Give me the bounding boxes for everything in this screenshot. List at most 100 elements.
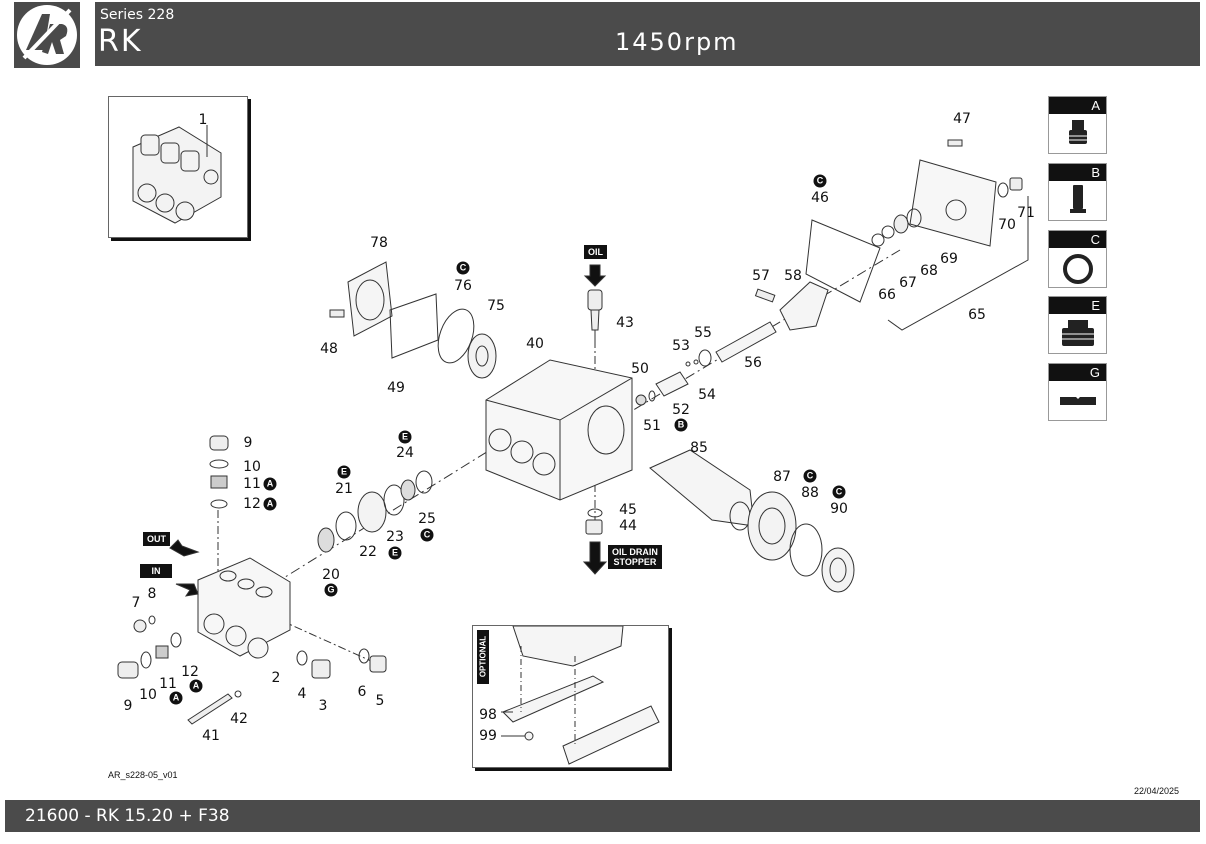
kit-badge-c: C	[456, 261, 470, 275]
kit-badge-a: A	[263, 477, 277, 491]
part-label[interactable]: 76	[454, 278, 472, 294]
part-label[interactable]: 75	[487, 298, 505, 314]
part-label[interactable]: 12	[181, 664, 199, 680]
kit-badge-a: A	[263, 497, 277, 511]
legend-kit-a: A	[1048, 96, 1107, 154]
part-label[interactable]: 87	[773, 469, 791, 485]
inset-valve-head	[108, 96, 248, 238]
part-label[interactable]: 58	[784, 268, 802, 284]
part-label[interactable]: 51	[643, 418, 661, 434]
part-label[interactable]: 6	[357, 684, 367, 700]
seal-icon	[1061, 320, 1094, 346]
part-label[interactable]: 3	[318, 698, 328, 714]
revision-date: 22/04/2025	[1134, 786, 1180, 796]
part-label[interactable]: 55	[694, 325, 712, 341]
part-label[interactable]: 8	[147, 586, 157, 602]
crankcase	[485, 359, 633, 501]
part-label[interactable]: 7	[131, 595, 141, 611]
part-label[interactable]: 67	[899, 275, 917, 291]
optional-tag: OPTIONAL	[477, 630, 489, 684]
part-label[interactable]: 48	[320, 341, 338, 357]
part-label[interactable]: 71	[1017, 205, 1035, 221]
legend-kit-b: B	[1048, 163, 1107, 221]
inset-optional-feet: OPTIONAL	[472, 625, 669, 768]
legend-kit-c: C	[1048, 230, 1107, 288]
part-label[interactable]: 11	[243, 476, 261, 492]
part-label[interactable]: 70	[998, 217, 1016, 233]
kit-badge-a: A	[189, 679, 203, 693]
part-label[interactable]: 68	[920, 263, 938, 279]
part-label[interactable]: 50	[631, 361, 649, 377]
brand-logo	[14, 2, 80, 68]
part-label[interactable]: 5	[375, 693, 385, 709]
axis-line	[279, 619, 381, 666]
part-label[interactable]: 99	[479, 728, 497, 744]
part-label[interactable]: 47	[953, 111, 971, 127]
part-label[interactable]: 23	[386, 529, 404, 545]
part-label[interactable]: 88	[801, 485, 819, 501]
part-label[interactable]: 10	[243, 459, 261, 475]
part-label[interactable]: 66	[878, 287, 896, 303]
part-label[interactable]: 42	[230, 711, 248, 727]
drawing-code: AR_s228-05_v01	[108, 770, 178, 780]
part-label[interactable]: 53	[672, 338, 690, 354]
rpm-label: 1450rpm	[615, 28, 739, 56]
optional-feet-drawing	[501, 625, 660, 765]
part-label[interactable]: 9	[243, 435, 253, 451]
part-label[interactable]: 54	[698, 387, 716, 403]
kit-badge-e: E	[398, 430, 412, 444]
kit-badge-b: B	[674, 418, 688, 432]
part-label[interactable]: 43	[616, 315, 634, 331]
outlet-tag: OUT	[143, 532, 170, 546]
inlet-tag: IN	[140, 564, 172, 578]
part-label[interactable]: 21	[335, 481, 353, 497]
part-label[interactable]: 52	[672, 402, 690, 418]
header-bar: Series 228 RK 1450rpm	[95, 2, 1200, 66]
kit-badge-g: G	[324, 583, 338, 597]
part-label[interactable]: 46	[811, 190, 829, 206]
legend-kit-e: E	[1048, 296, 1107, 354]
part-label[interactable]: 49	[387, 380, 405, 396]
model-name: RK	[98, 24, 143, 59]
part-label[interactable]: 22	[359, 544, 377, 560]
part-label[interactable]: 9	[123, 698, 133, 714]
part-label[interactable]: 65	[968, 307, 986, 323]
part-label[interactable]: 69	[940, 251, 958, 267]
part-label[interactable]: 56	[744, 355, 762, 371]
o-ring-icon	[1062, 254, 1093, 284]
part-label[interactable]: 11	[159, 676, 177, 692]
piston-icon	[1069, 185, 1086, 213]
part-label[interactable]: 41	[202, 728, 220, 744]
part-label[interactable]: 45	[619, 502, 637, 518]
kit-badge-e: E	[337, 465, 351, 479]
oil-drain-tag: OIL DRAIN STOPPER	[608, 545, 662, 569]
kit-badge-c: C	[813, 174, 827, 188]
kit-badge-e: E	[388, 546, 402, 560]
ring-icon	[1059, 397, 1096, 405]
valve-icon	[1068, 120, 1087, 144]
footer-bar: 21600 - RK 15.20 + F38	[5, 800, 1200, 832]
part-label[interactable]: 24	[396, 445, 414, 461]
part-label[interactable]: 57	[752, 268, 770, 284]
part-label[interactable]: 25	[418, 511, 436, 527]
series-label: Series 228	[100, 7, 175, 23]
part-label[interactable]: 78	[370, 235, 388, 251]
part-label[interactable]: 1	[198, 112, 208, 128]
part-label[interactable]: 44	[619, 518, 637, 534]
part-label[interactable]: 40	[526, 336, 544, 352]
legend-kit-g: G	[1048, 363, 1107, 421]
valve-head-assembly-drawing	[132, 125, 222, 224]
kit-badge-c: C	[803, 469, 817, 483]
kit-badge-c: C	[832, 485, 846, 499]
kit-badge-a: A	[169, 691, 183, 705]
part-label[interactable]: 85	[690, 440, 708, 456]
part-label[interactable]: 10	[139, 687, 157, 703]
part-label[interactable]: 20	[322, 567, 340, 583]
part-label[interactable]: 90	[830, 501, 848, 517]
part-label[interactable]: 98	[479, 707, 497, 723]
part-label[interactable]: 12	[243, 496, 261, 512]
kit-badge-c: C	[420, 528, 434, 542]
part-label[interactable]: 4	[297, 686, 307, 702]
part-label[interactable]: 2	[271, 670, 281, 686]
